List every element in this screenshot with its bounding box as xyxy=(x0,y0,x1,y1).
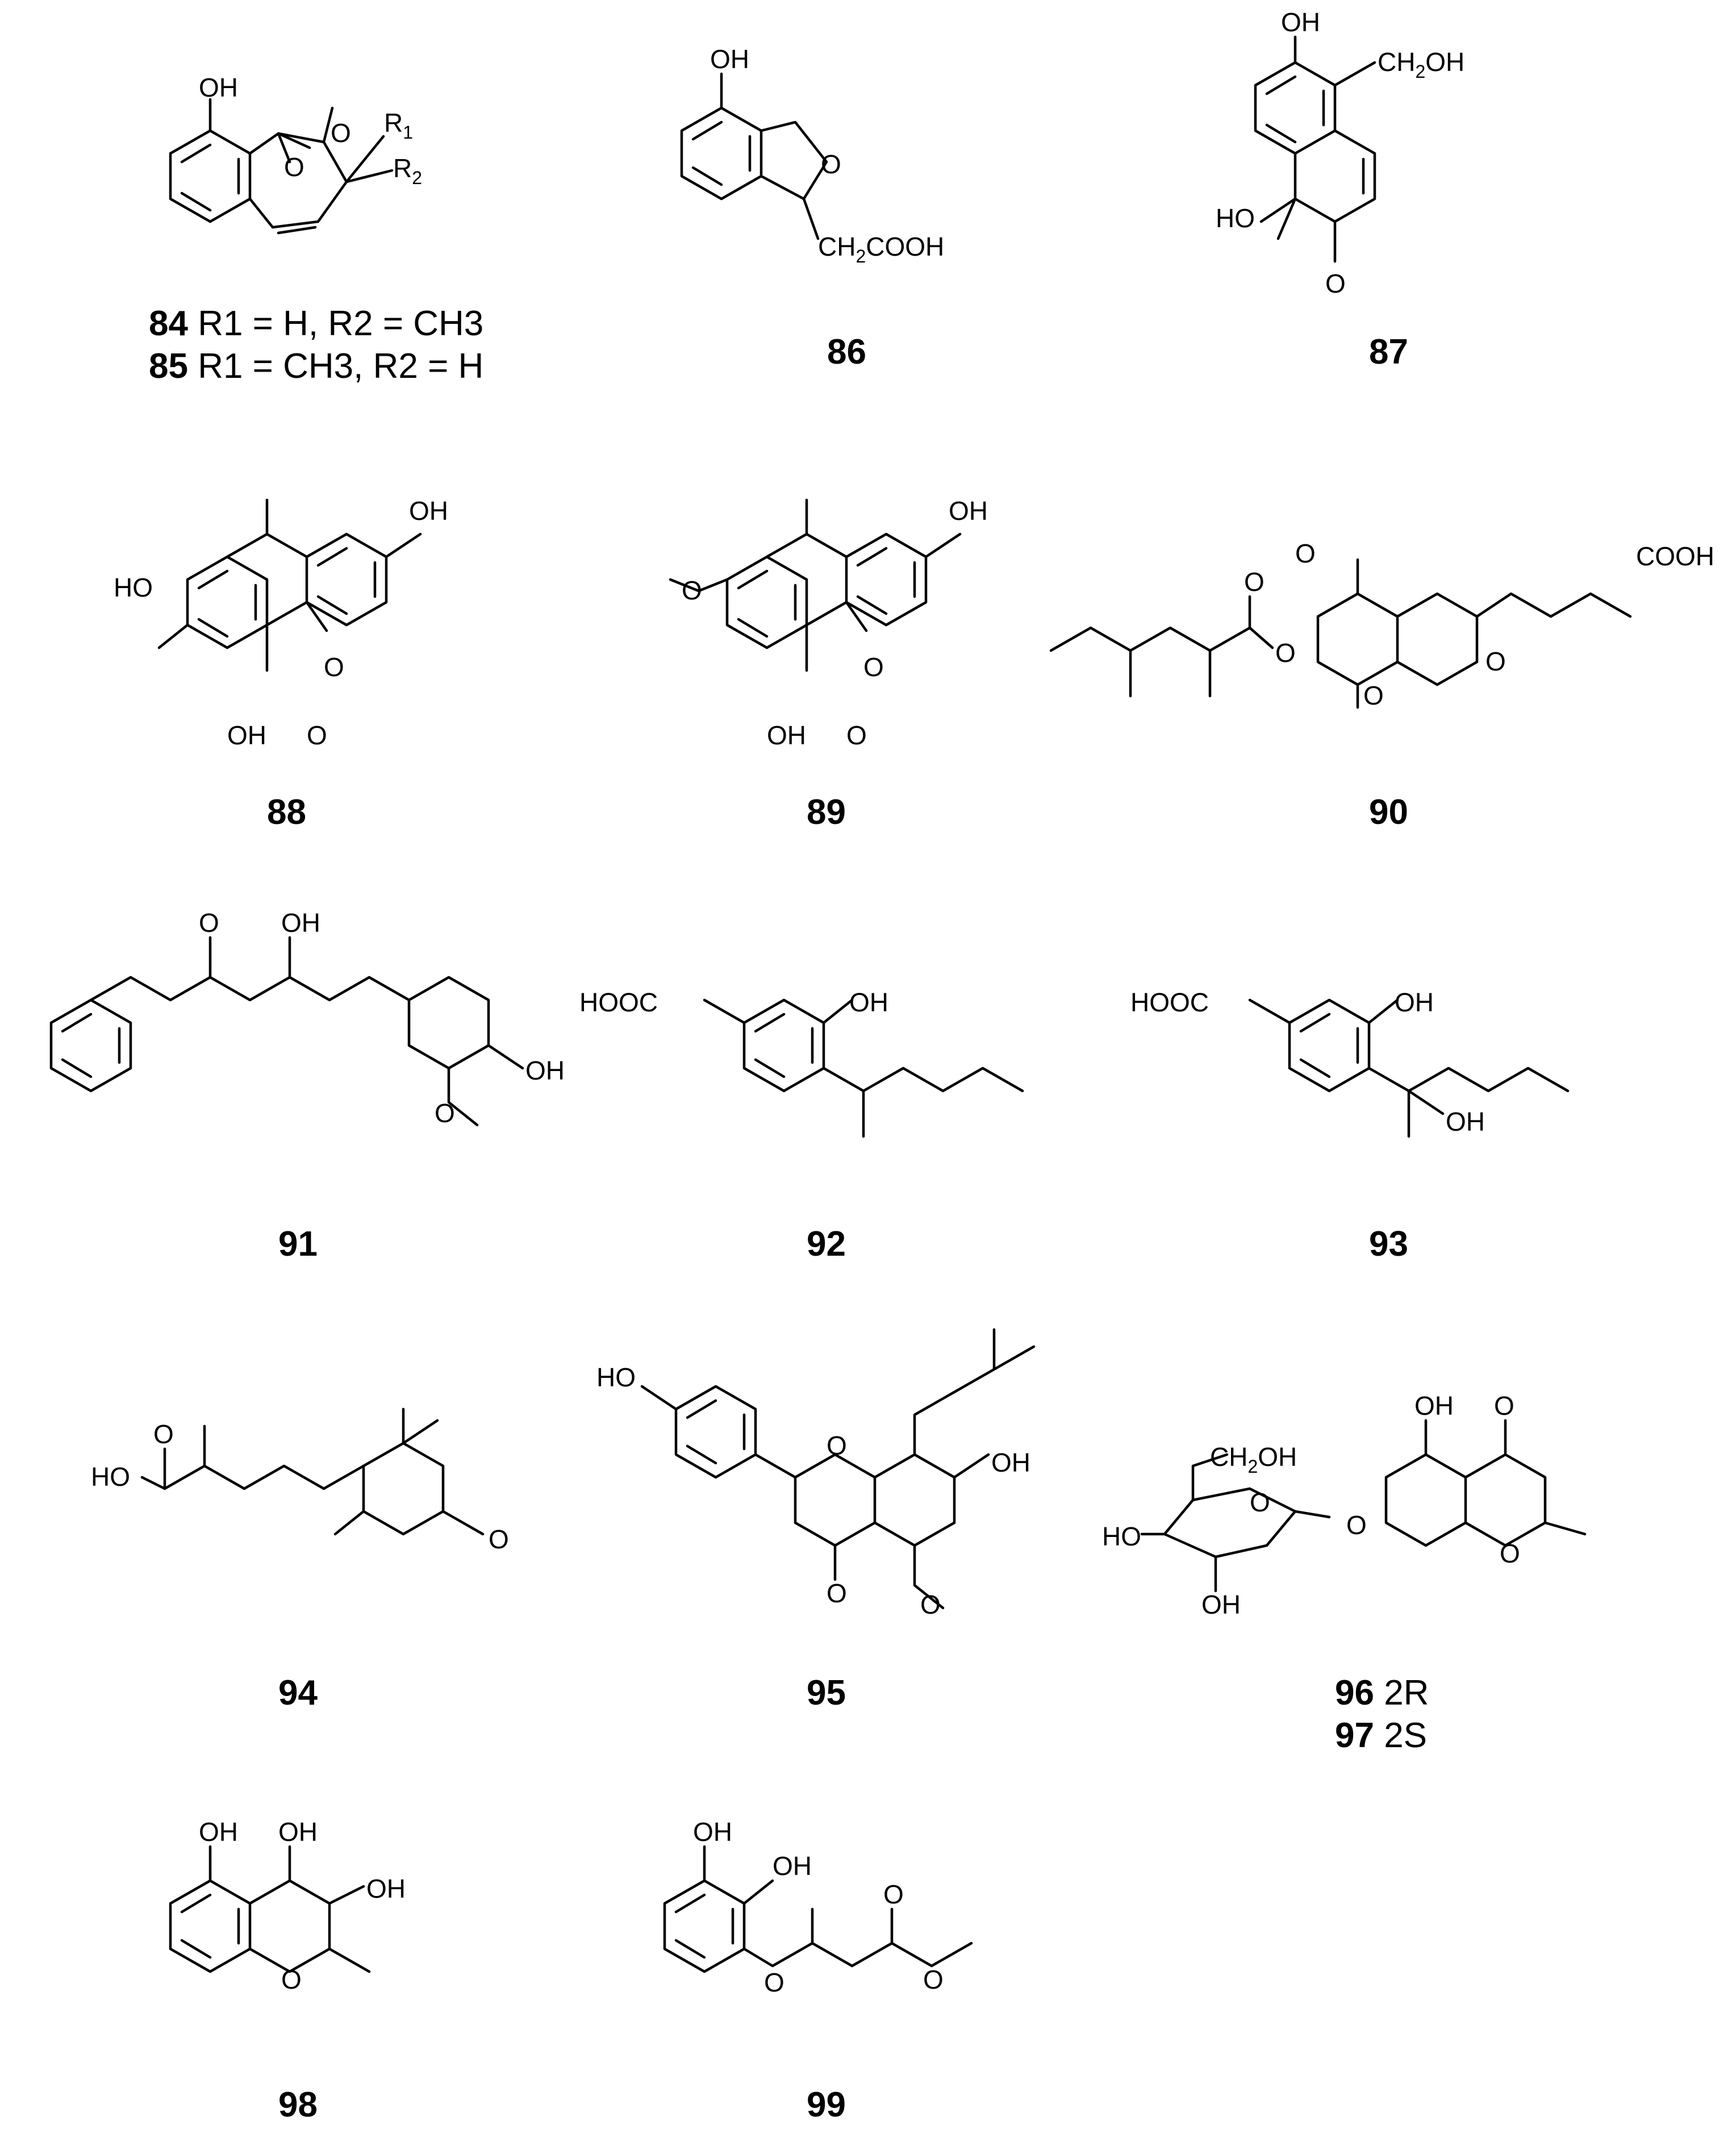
atom-label-o: O xyxy=(923,1965,944,1994)
compound-label-88: 88 xyxy=(267,793,306,832)
atom-label-oh: OH xyxy=(767,720,806,750)
atom-label-oh: OH xyxy=(409,496,448,526)
compound-label-86: 86 xyxy=(827,332,866,372)
atom-label-o: O xyxy=(827,1578,847,1608)
atom-label-ch2oh: CH2OH xyxy=(1378,47,1464,82)
atom-label-ho: HO xyxy=(1102,1522,1141,1551)
atom-label-o: O xyxy=(1485,647,1506,676)
atom-label-o: O xyxy=(1295,539,1316,568)
atom-label-o: O xyxy=(1500,1539,1520,1568)
atom-label-hooc: HOOC xyxy=(1130,988,1209,1017)
compound-label-90: 90 xyxy=(1369,793,1408,832)
atom-label-oh: OH xyxy=(1281,7,1320,37)
structure-93: HOOC OH OH xyxy=(1130,988,1570,1138)
compound-label-93: 93 xyxy=(1369,1224,1408,1264)
atom-label-oh: OH xyxy=(281,908,320,938)
compound-label-91: 91 xyxy=(278,1224,318,1264)
structure-91: O OH OH O xyxy=(49,908,565,1128)
atom-label-o: O xyxy=(281,1965,302,1994)
structure-94: HO O O xyxy=(91,1407,509,1554)
atom-label-hooc: HOOC xyxy=(579,988,658,1017)
structure-88: OH HO OH O O xyxy=(114,496,448,750)
atom-label-ch2cooh: CH2COOH xyxy=(818,232,944,266)
structure-95: HO O OH O O xyxy=(596,1328,1036,1619)
atom-label-oh: OH xyxy=(710,44,749,74)
compound-label-87: 87 xyxy=(1369,332,1408,372)
structure-86: OH O CH2COOH xyxy=(680,44,944,266)
compound-label-92: 92 xyxy=(807,1224,846,1264)
atom-label-o: O xyxy=(1494,1391,1514,1420)
atom-label-o: O xyxy=(1244,567,1265,597)
atom-label-oh: OH xyxy=(1395,988,1434,1017)
compound-label-97: 97 2S xyxy=(1335,1716,1427,1755)
compound-label-99: 99 xyxy=(807,2085,846,2124)
atom-label-oh: OH xyxy=(199,1817,238,1847)
atom-label-oh: OH xyxy=(525,1056,565,1085)
compound-label-98: 98 xyxy=(278,2085,318,2124)
compound-label-96: 96 2R xyxy=(1335,1673,1429,1713)
atom-label-o: O xyxy=(1363,681,1384,710)
compound-label-85: 85 R1 = CH3, R2 = H xyxy=(149,347,483,386)
atom-label-o: O xyxy=(284,152,304,182)
atom-label-oh: OH xyxy=(1201,1590,1241,1619)
atom-label-o: O xyxy=(324,652,344,682)
atom-label-oh: OH xyxy=(366,1874,406,1903)
atom-label-o: O xyxy=(1275,638,1296,668)
atom-label-o: O xyxy=(764,1968,784,1997)
structure-84-85: OH O O R1 R2 xyxy=(169,73,422,235)
atom-label-o: O xyxy=(821,149,841,179)
atom-label-o: O xyxy=(199,908,219,938)
structure-96-97: CH2OH HO O OH O OH O O xyxy=(1102,1391,1587,1619)
atom-label-o: O xyxy=(846,720,867,750)
atom-label-oh: OH xyxy=(1414,1391,1454,1420)
structure-87: OH CH2OH HO O xyxy=(1216,7,1464,298)
atom-label-o: O xyxy=(1250,1488,1270,1517)
atom-label-ho: HO xyxy=(596,1363,636,1392)
atom-label-o: O xyxy=(153,1419,174,1449)
atom-label-o: O xyxy=(1325,269,1346,298)
structure-98: OH OH OH O xyxy=(169,1817,406,1994)
atom-label-o: O xyxy=(883,1880,904,1909)
atom-label-o: O xyxy=(682,576,702,605)
atom-label-ho: HO xyxy=(91,1462,130,1491)
atom-label-o: O xyxy=(827,1431,847,1460)
atom-label-o: O xyxy=(489,1524,509,1554)
atom-label-oh: OH xyxy=(849,988,888,1017)
atom-label-o: O xyxy=(435,1098,455,1128)
atom-label-oh: OH xyxy=(991,1448,1030,1477)
atom-label-o: O xyxy=(920,1590,941,1619)
compound-label-94: 94 xyxy=(278,1673,318,1713)
compound-label-84: 84 R1 = H, R2 = CH3 xyxy=(149,304,483,343)
atom-label-ho: HO xyxy=(1216,203,1255,233)
structure-92: HOOC OH xyxy=(579,988,1024,1138)
atom-label-oh: OH xyxy=(773,1851,812,1881)
atom-label-o: O xyxy=(863,652,884,682)
structure-99: OH OH O O O xyxy=(663,1817,973,1997)
atom-label-o: O xyxy=(331,118,351,148)
atom-label-oh: OH xyxy=(227,720,266,750)
atom-label-ho: HO xyxy=(114,573,153,602)
compound-label-95: 95 xyxy=(807,1673,846,1713)
atom-label-cooh: COOH xyxy=(1636,541,1714,571)
atom-label-oh: OH xyxy=(949,496,988,526)
structure-89: OH O OH O O xyxy=(669,496,988,750)
structure-90: O O O O O COOH xyxy=(1049,539,1714,710)
atom-label-oh: OH xyxy=(693,1817,732,1847)
compound-label-89: 89 xyxy=(807,793,846,832)
atom-label-r2: R2 xyxy=(393,153,422,188)
atom-label-oh: OH xyxy=(199,73,238,102)
atom-label-ch2oh: CH2OH xyxy=(1210,1442,1297,1477)
atom-label-o: O xyxy=(307,720,327,750)
atom-label-oh: OH xyxy=(278,1817,318,1847)
atom-label-oh: OH xyxy=(1446,1107,1485,1136)
atom-label-o: O xyxy=(1346,1510,1367,1540)
atom-label-r1: R1 xyxy=(384,108,413,143)
